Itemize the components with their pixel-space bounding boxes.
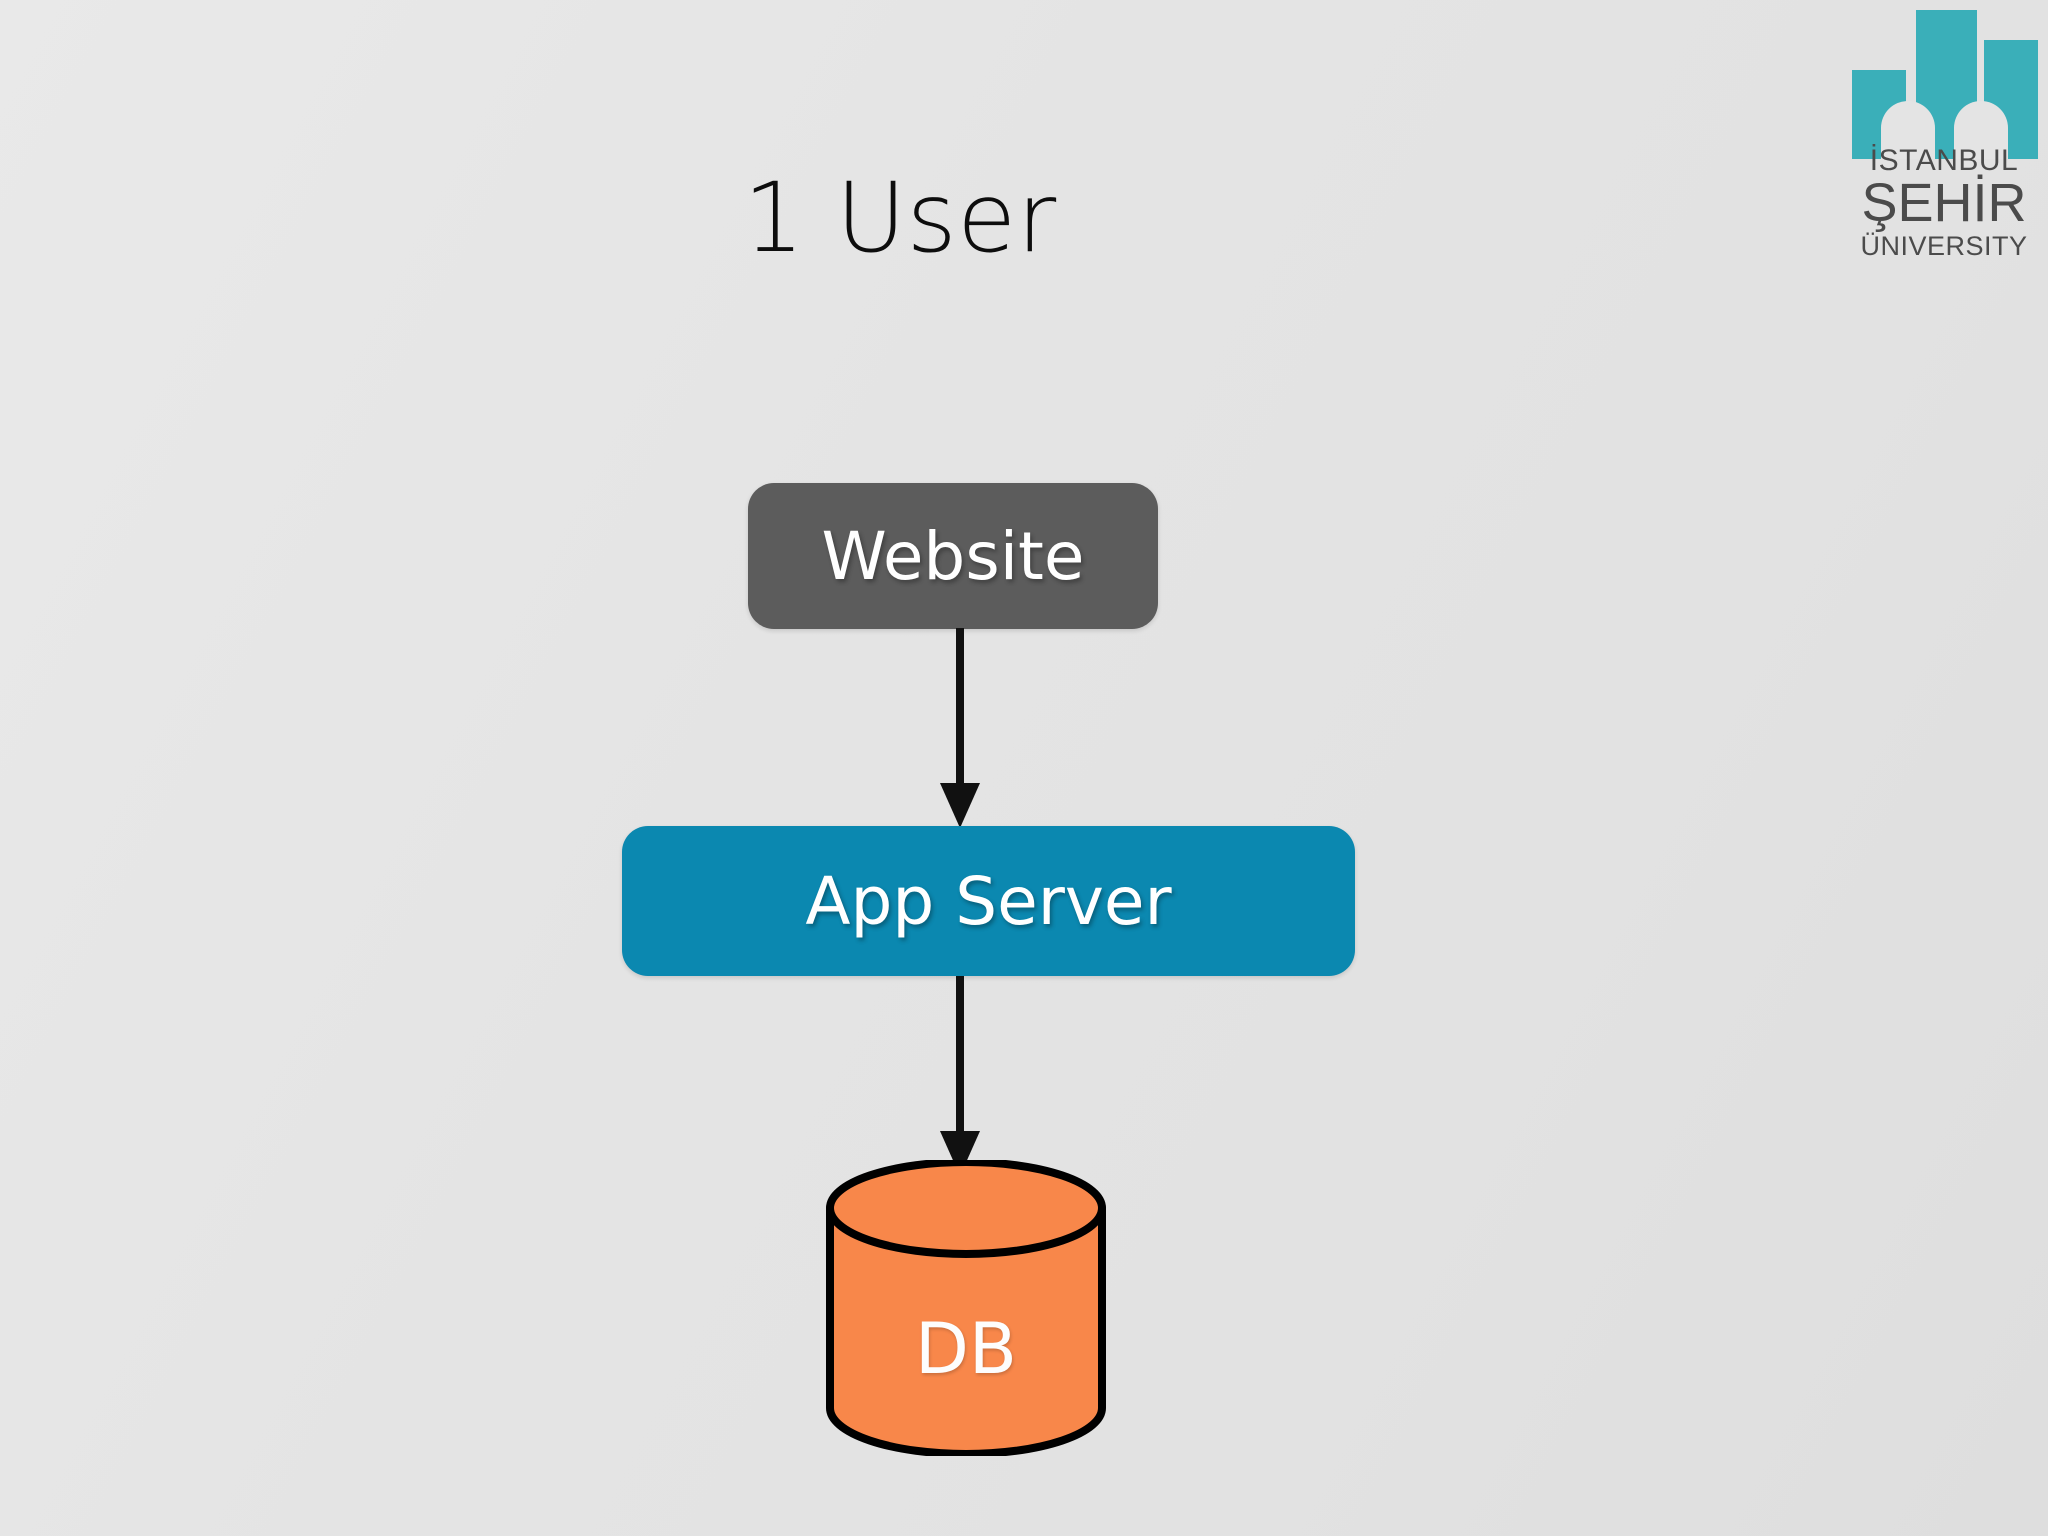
node-app-server[interactable]: App Server [622,826,1355,976]
node-app-server-label: App Server [805,862,1172,940]
logo-line-istanbul: İSTANBUL [1869,144,2019,177]
logo-wordmark: İSTANBUL ŞEHİR ÜNIVERSITY [1844,144,2044,261]
node-website-label: Website [821,517,1085,595]
logo-buildings-icon [1852,10,2038,159]
logo-line-sehir: ŞEHİR [1861,173,2027,233]
database-cylinder-icon [826,1158,1106,1458]
arrow-app-server-to-db [940,976,980,1176]
page-title: 1 User [743,162,1057,274]
node-website[interactable]: Website [748,483,1158,629]
arrow-website-to-app-server [940,628,980,828]
logo-line-university: ÜNIVERSITY [1860,231,2028,261]
university-logo: İSTANBUL ŞEHİR ÜNIVERSITY [1844,4,2044,264]
node-db[interactable]: DB [820,1158,1112,1458]
